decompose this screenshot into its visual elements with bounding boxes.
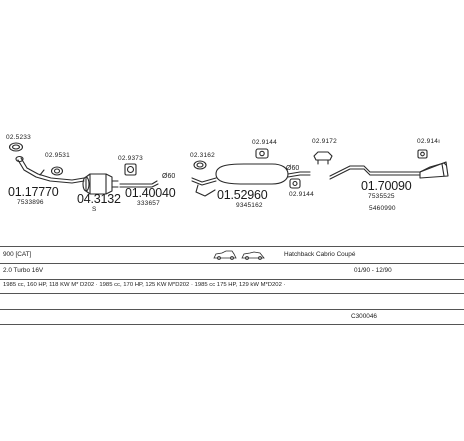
clamp-part-8 xyxy=(313,151,333,165)
hanger-part-6 xyxy=(255,148,269,159)
table-line xyxy=(0,279,464,280)
table-line xyxy=(0,293,464,294)
part-label-5: 02.3162 xyxy=(190,152,215,159)
middle-pipe-part xyxy=(119,180,159,188)
gasket-part-2 xyxy=(50,166,64,176)
part-label-8: 02.9172 xyxy=(312,138,337,145)
catalytic-converter-part xyxy=(82,173,119,195)
hanger-part-9 xyxy=(417,149,428,159)
part-label-9: 02.914ı xyxy=(417,138,441,145)
part-number-4: 01.40040 xyxy=(125,186,176,200)
model-text: 900 [CAT] xyxy=(3,251,32,258)
table-line xyxy=(0,246,464,247)
engine-text: 2.0 Turbo 16V xyxy=(3,267,44,274)
table-line xyxy=(0,324,464,325)
hanger-part-7 xyxy=(289,178,301,189)
part-oem-9a: 7535525 xyxy=(368,193,395,200)
rear-silencer-part xyxy=(329,161,449,180)
years-text: 01/90 - 12/90 xyxy=(354,267,392,274)
part-oem-4: 333657 xyxy=(137,200,160,207)
diagram-code: C300046 xyxy=(351,313,377,320)
table-line xyxy=(0,309,464,310)
muffler-part xyxy=(191,163,311,197)
exhaust-drawing xyxy=(8,142,449,197)
part-label-2: 02.9531 xyxy=(45,152,70,159)
part-label-6: 02.9144 xyxy=(252,139,277,146)
clamp-part-5 xyxy=(193,160,207,170)
specs-text: 1985 cc, 160 HP, 118 KW M* D202 · 1985 c… xyxy=(3,282,286,288)
clamp-part-1 xyxy=(8,142,24,152)
part-label-4: 02.9373 xyxy=(118,155,143,162)
part-number-6: 01.52960 xyxy=(217,188,268,202)
part-oem-1: 7533896 xyxy=(17,199,44,206)
body-type-text: Hatchback Cabrio Coupé xyxy=(284,251,356,258)
part-number-1: 01.17770 xyxy=(8,185,59,199)
part-dim-4: Ø60 xyxy=(162,173,176,180)
table-line xyxy=(0,263,464,264)
part-sub-3: S xyxy=(92,206,97,213)
part-oem-6: 9345162 xyxy=(236,202,263,209)
part-number-9: 01.70090 xyxy=(361,179,412,193)
part-dim-6: Ø60 xyxy=(286,165,300,172)
car-body-icon xyxy=(213,250,265,260)
part-label-1: 02.5233 xyxy=(6,134,31,141)
gasket-part-4 xyxy=(124,163,137,176)
part-number-3: 04.3132 xyxy=(77,192,121,206)
part-oem-9b: 5460990 xyxy=(369,205,396,212)
part-label-7: 02.9144 xyxy=(289,191,314,198)
front-pipe-part xyxy=(15,155,85,184)
